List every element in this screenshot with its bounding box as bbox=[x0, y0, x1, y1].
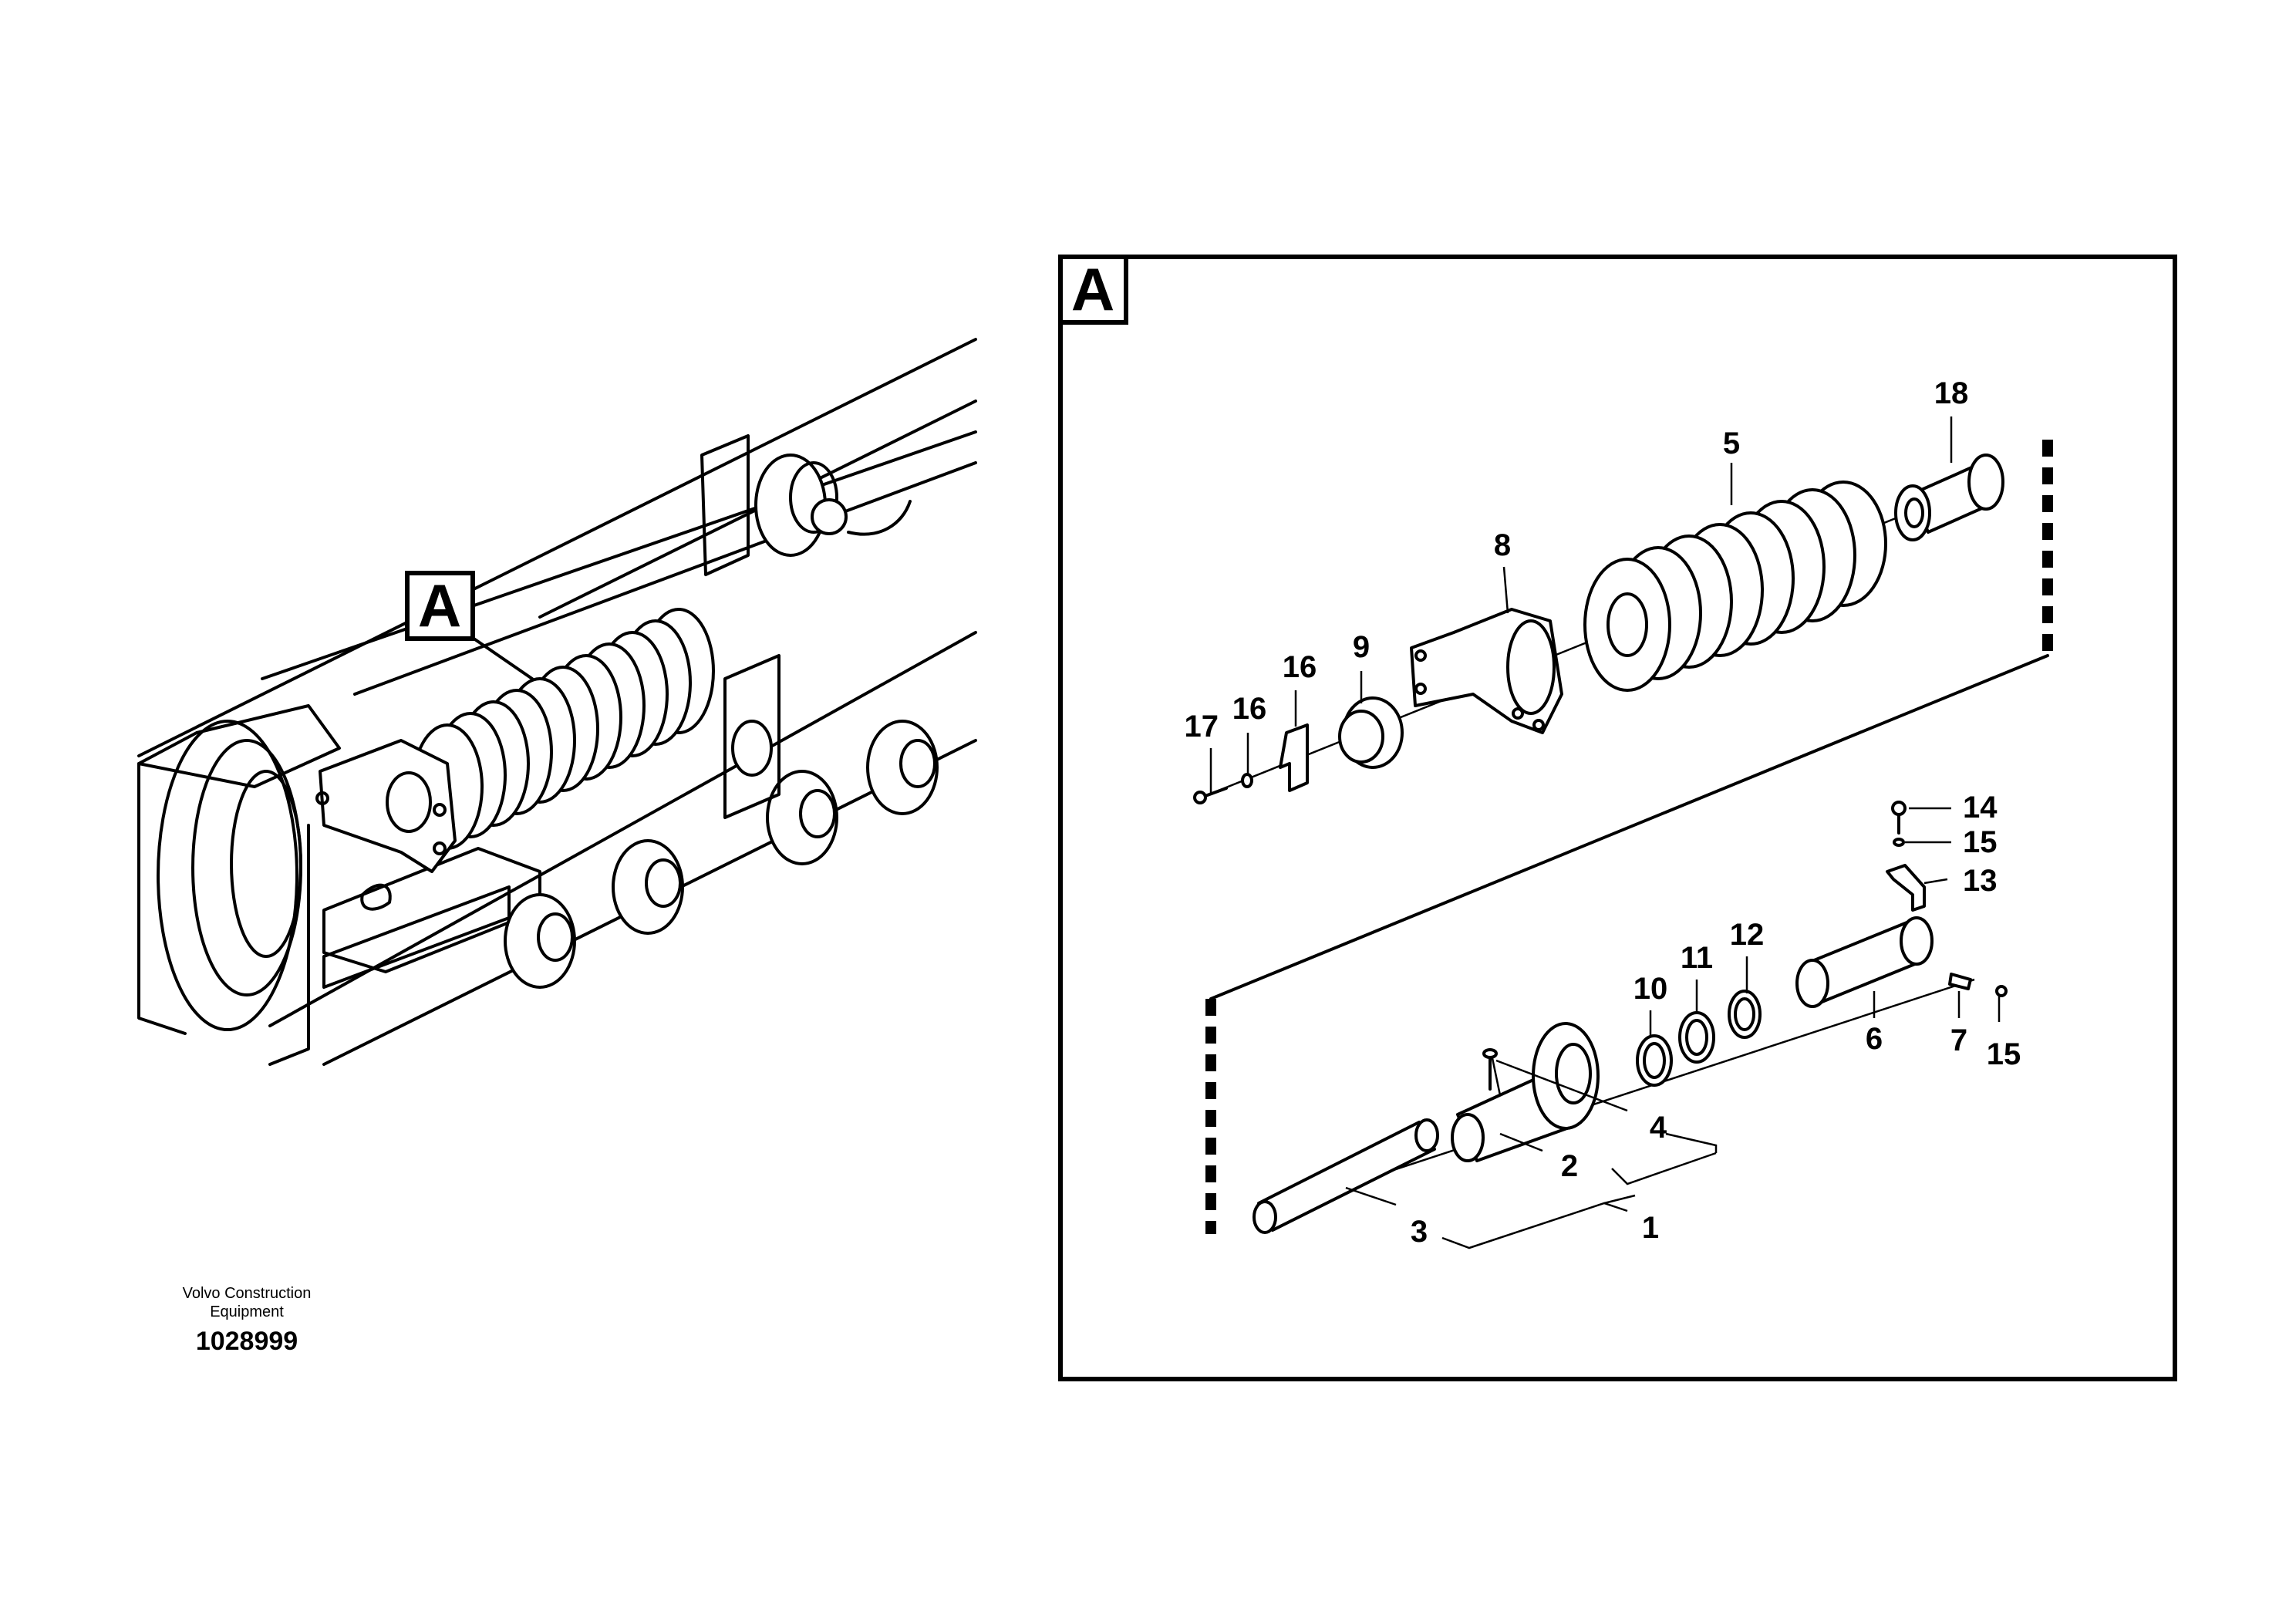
part-17-clip bbox=[1279, 723, 1309, 792]
label-17: 16 bbox=[1283, 650, 1317, 684]
part-16-washer bbox=[1241, 773, 1253, 788]
label-4: 4 bbox=[1650, 1111, 1667, 1145]
detail-a-letter: A bbox=[1071, 255, 1114, 323]
part-16b-washer bbox=[1893, 838, 1905, 847]
label-18: 17 bbox=[1185, 710, 1219, 744]
label-5: 5 bbox=[1723, 427, 1740, 460]
part-10-ring bbox=[1636, 1034, 1673, 1087]
label-11: 11 bbox=[1681, 941, 1713, 975]
part-12-ring bbox=[1728, 990, 1762, 1039]
part-15-cap bbox=[1995, 985, 2008, 997]
brand-line-2: Equipment bbox=[210, 1303, 284, 1320]
drawing-number: 1028999 bbox=[195, 1327, 298, 1356]
part-5-spring bbox=[1583, 481, 1887, 692]
part-18-screw bbox=[1193, 787, 1228, 804]
brand-line-1: Volvo Construction bbox=[182, 1285, 312, 1302]
part-7-nipple bbox=[1948, 973, 1972, 990]
label-14: 14 bbox=[1963, 791, 1998, 824]
part-19-tube bbox=[1894, 454, 2004, 541]
label-8: 8 bbox=[1494, 528, 1511, 562]
label-2: 2 bbox=[1561, 1149, 1578, 1183]
label-15: 15 bbox=[1987, 1037, 2021, 1071]
label-16-bottom: 15 bbox=[1963, 825, 1998, 859]
part-8-yoke bbox=[1410, 608, 1563, 734]
part-2-collar bbox=[1451, 1022, 1600, 1162]
callout-a-letter: A bbox=[418, 572, 461, 639]
part-11-ring bbox=[1678, 1011, 1715, 1064]
part-labels: 17 16 16 9 8 5 18 14 15 13 10 11 12 6 7 … bbox=[1185, 376, 2021, 1249]
part-4-bolt bbox=[1482, 1048, 1498, 1091]
label-3: 3 bbox=[1411, 1215, 1428, 1249]
spring-overview bbox=[411, 608, 715, 850]
part-14-screw bbox=[1891, 801, 1907, 835]
label-7: 7 bbox=[1950, 1023, 1967, 1057]
label-9: 9 bbox=[1353, 630, 1370, 664]
label-13: 13 bbox=[1963, 864, 1998, 898]
label-10: 10 bbox=[1633, 972, 1668, 1006]
brand-block: Volvo Construction Equipment 1028999 bbox=[139, 1284, 355, 1358]
part-3-shaft bbox=[1253, 1118, 1439, 1234]
callout-a-box: A bbox=[405, 571, 475, 641]
break-lines bbox=[1205, 440, 2053, 1234]
label-1: 1 bbox=[1642, 1211, 1659, 1245]
undercarriage-overview bbox=[137, 338, 977, 1066]
leader-lines bbox=[1209, 416, 2001, 1249]
part-9-seal bbox=[1338, 696, 1404, 769]
label-12: 12 bbox=[1730, 918, 1765, 952]
part-6-sleeve bbox=[1795, 916, 1934, 1008]
label-6: 6 bbox=[1866, 1022, 1883, 1056]
part-13-clip bbox=[1886, 864, 1926, 912]
label-16-top: 16 bbox=[1232, 692, 1267, 726]
label-19: 18 bbox=[1934, 376, 1969, 410]
detail-frame-a: A bbox=[1058, 255, 2177, 1381]
